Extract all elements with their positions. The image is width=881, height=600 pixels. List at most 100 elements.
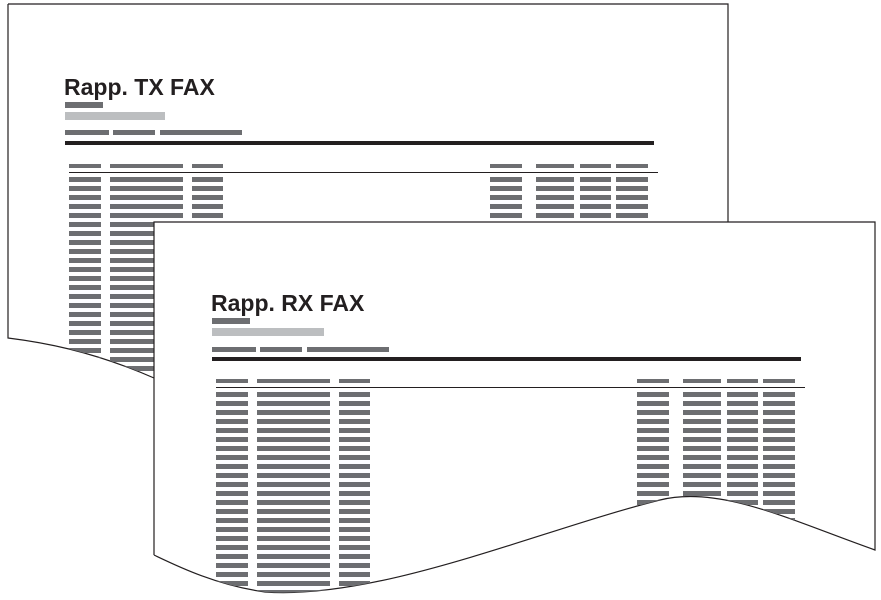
table-row-cell <box>69 321 101 326</box>
table-row-cell <box>763 527 795 532</box>
table-row-cell <box>727 518 758 523</box>
table-row-cell <box>536 186 574 191</box>
table-row-cell <box>637 392 669 397</box>
table-row-cell <box>683 554 721 559</box>
table-row-cell <box>257 500 330 505</box>
table-row-cell <box>683 437 721 442</box>
table-row-cell <box>339 581 370 586</box>
table-row-cell <box>69 348 101 353</box>
table-header-rule <box>69 172 658 173</box>
table-row-cell <box>683 428 721 433</box>
table-row-cell <box>216 401 248 406</box>
table-row-cell <box>257 410 330 415</box>
table-row-cell <box>110 222 183 227</box>
table-row-cell <box>110 303 183 308</box>
table-row-cell <box>763 392 795 397</box>
table-row-cell <box>580 186 611 191</box>
table-row-cell <box>616 186 648 191</box>
table-row-cell <box>110 276 183 281</box>
table-row-cell <box>216 572 248 577</box>
table-row-cell <box>536 213 574 218</box>
table-row-cell <box>683 563 721 568</box>
table-row-cell <box>257 491 330 496</box>
table-row-cell <box>637 419 669 424</box>
table-row-cell <box>616 204 648 209</box>
table-row-cell <box>763 500 795 505</box>
table-row-cell <box>490 186 522 191</box>
table-row-cell <box>110 177 183 182</box>
table-row-cell <box>110 285 183 290</box>
table-row-cell <box>339 437 370 442</box>
table-row-cell <box>69 339 101 344</box>
table-row-cell <box>637 500 669 505</box>
table-row-cell <box>192 213 223 218</box>
table-row-cell <box>216 410 248 415</box>
table-row-cell <box>110 348 183 353</box>
table-row-cell <box>536 195 574 200</box>
table-row-cell <box>727 482 758 487</box>
table-row-cell <box>110 249 183 254</box>
table-row-cell <box>110 294 183 299</box>
table-row-cell <box>637 473 669 478</box>
table-row-cell <box>110 357 183 362</box>
table-row-cell <box>683 455 721 460</box>
table-row-cell <box>192 204 223 209</box>
table-row-cell <box>683 446 721 451</box>
table-row-cell <box>110 312 183 317</box>
rx-header-placeholders <box>212 318 389 352</box>
table-row-cell <box>110 204 183 209</box>
table-row-cell <box>110 240 183 245</box>
table-row-cell <box>637 572 669 577</box>
table-row-cell <box>339 410 370 415</box>
table-row-cell <box>69 249 101 254</box>
table-row-cell <box>683 482 721 487</box>
table-row-cell <box>763 536 795 541</box>
tx-header-placeholders <box>65 102 242 135</box>
table-header-cell <box>727 379 758 383</box>
table-row-cell <box>339 590 370 593</box>
table-row-cell <box>727 572 758 577</box>
table-row-cell <box>683 464 721 469</box>
table-row-cell <box>763 545 795 550</box>
table-row-cell <box>339 563 370 568</box>
table-row-cell <box>69 303 101 308</box>
table-row-cell <box>257 536 330 541</box>
table-row-cell <box>683 419 721 424</box>
table-row-cell <box>69 204 101 209</box>
table-row-cell <box>192 186 223 191</box>
table-row-cell <box>637 482 669 487</box>
table-row-cell <box>683 527 721 532</box>
table-row-cell <box>257 446 330 451</box>
table-header-cell <box>339 379 370 383</box>
table-row-cell <box>257 437 330 442</box>
table-row-cell <box>69 186 101 191</box>
table-row-cell <box>339 509 370 514</box>
table-row-cell <box>216 455 248 460</box>
table-row-cell <box>257 545 330 550</box>
table-row-cell <box>110 231 183 236</box>
rx-report-page: Rapp. RX FAX <box>153 221 876 594</box>
table-row-cell <box>536 177 574 182</box>
table-header-cell <box>69 164 101 168</box>
table-row-cell <box>580 213 611 218</box>
table-row-cell <box>683 590 721 593</box>
table-header-cell <box>490 164 522 168</box>
table-row-cell <box>683 473 721 478</box>
table-row-cell <box>216 581 248 586</box>
table-row-cell <box>192 177 223 182</box>
table-row-cell <box>683 545 721 550</box>
table-row-cell <box>257 509 330 514</box>
table-row-cell <box>69 240 101 245</box>
table-row-cell <box>727 446 758 451</box>
table-row-cell <box>216 437 248 442</box>
table-header-cell <box>110 164 183 168</box>
table-row-cell <box>580 177 611 182</box>
table-row-cell <box>763 491 795 496</box>
table-row-cell <box>727 410 758 415</box>
table-row-cell <box>216 473 248 478</box>
table-row-cell <box>763 419 795 424</box>
table-row-cell <box>727 437 758 442</box>
table-row-cell <box>763 554 795 559</box>
table-row-cell <box>727 545 758 550</box>
